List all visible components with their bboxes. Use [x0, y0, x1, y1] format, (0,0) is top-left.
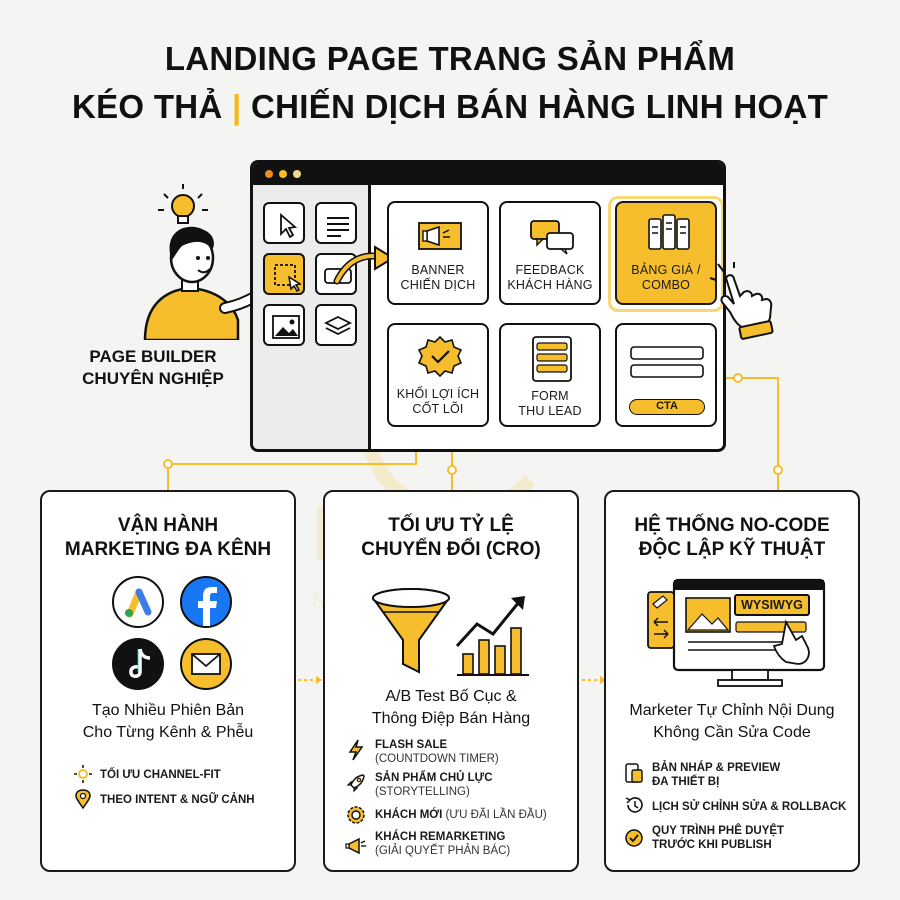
page-title-line-2: KÉO THẢ | CHIẾN DỊCH BÁN HÀNG LINH HOẠT	[0, 88, 900, 126]
title-right: CHIẾN DỊCH BÁN HÀNG LINH HOẠT	[251, 88, 829, 125]
form-icon	[532, 336, 572, 382]
funnel-icon	[372, 588, 450, 674]
cta-button[interactable]: CTA	[629, 399, 705, 415]
pointing-hand-icon	[710, 262, 774, 340]
sun-icon	[74, 765, 92, 783]
tool-layers[interactable]	[315, 304, 357, 346]
history-icon	[625, 797, 643, 813]
image-icon	[272, 315, 300, 339]
check-circle-icon	[625, 829, 643, 847]
page-title-line-1: LANDING PAGE TRANG SẢN PHẨM	[164, 40, 736, 77]
location-pin-icon	[75, 789, 91, 809]
card-1-feature-2: THEO INTENT & NGỮ CẢNH	[100, 794, 255, 806]
badge-check-icon	[417, 335, 463, 378]
block-pricing-highlight	[608, 196, 723, 312]
layers-icon	[323, 315, 353, 336]
card-2-feature-1: FLASH SALE(COUNTDOWN TIMER)	[375, 739, 499, 765]
gear-badge-icon	[347, 806, 365, 824]
drag-arrow-icon	[333, 245, 395, 285]
dashed-box-icon	[274, 264, 302, 292]
rocket-icon	[346, 774, 365, 793]
cursor-arrow-icon	[280, 213, 298, 239]
title-separator: |	[232, 88, 242, 125]
editor-monitor-icon	[647, 578, 826, 687]
text-lines-icon	[327, 217, 349, 237]
page-builder-label-line-1: PAGE BUILDER	[89, 347, 217, 366]
card-3-feature-2: LỊCH SỬ CHỈNH SỬA & ROLLBACK	[652, 801, 847, 813]
card-1-feature-1: TỐI ƯU CHANNEL-FIT	[100, 769, 221, 781]
devices-icon	[625, 763, 643, 783]
browser-titlebar	[253, 163, 723, 185]
block-cta[interactable]: CTA	[615, 323, 717, 427]
card-2-feature-4: KHÁCH REMARKETING(GIẢI QUYẾT PHẢN BÁC)	[375, 831, 511, 857]
megaphone-icon	[418, 222, 462, 250]
tool-select[interactable]	[263, 202, 305, 244]
card-2-feature-2: SẢN PHẨM CHỦ LỰC(STORYTELLING)	[375, 772, 493, 798]
email-icon	[180, 638, 232, 690]
chat-bubbles-icon	[530, 220, 574, 255]
builder-toolbox	[253, 185, 371, 449]
wysiwyg-badge: WYSIWYG	[734, 594, 810, 616]
page-builder-label: PAGE BUILDER CHUYÊN NGHIỆP	[78, 346, 228, 390]
card-2-subtitle: A/B Test Bố Cục &Thông Điệp Bán Hàng	[371, 688, 531, 727]
pricing-columns-icon	[648, 214, 690, 250]
cta-block-icon	[630, 346, 704, 378]
tool-container[interactable]	[263, 253, 305, 295]
title-left: KÉO THẢ	[71, 88, 223, 125]
card-2-feature-3: KHÁCH MỚI (ƯU ĐÃI LẦN ĐẦU)	[375, 809, 547, 821]
tool-image[interactable]	[263, 304, 305, 346]
megaphone-small-icon	[345, 837, 366, 855]
window-dot-yellow[interactable]	[279, 170, 287, 178]
block-pricing[interactable]: BẢNG GIÁ /COMBO	[615, 201, 717, 305]
page-builder-label-line-2: CHUYÊN NGHIỆP	[82, 369, 224, 388]
window-dot-green[interactable]	[293, 170, 301, 178]
window-dot-red[interactable]	[265, 170, 273, 178]
bar-growth-icon	[455, 596, 529, 676]
funnel-growth-icon	[372, 588, 529, 676]
tool-text[interactable]	[315, 202, 357, 244]
channel-icons	[112, 576, 232, 690]
google-ads-icon	[112, 576, 164, 628]
lightning-icon	[348, 739, 364, 761]
block-pricing-label: BẢNG GIÁ /COMBO	[631, 263, 701, 292]
lightbulb-icon	[158, 184, 208, 224]
tiktok-icon	[112, 638, 164, 690]
facebook-icon	[180, 576, 232, 628]
